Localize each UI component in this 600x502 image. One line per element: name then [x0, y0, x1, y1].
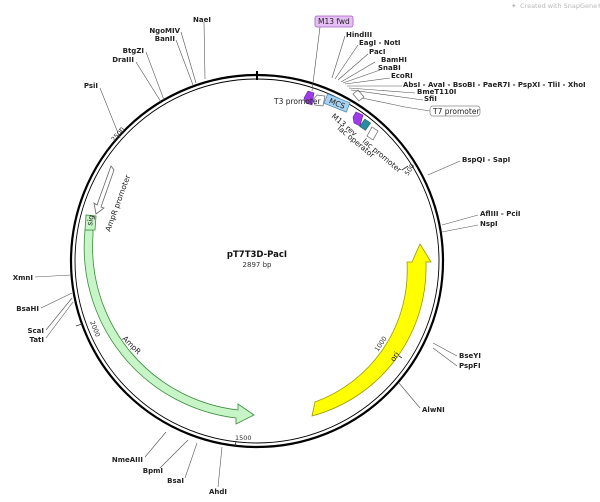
enzyme-label: BamHI [381, 56, 407, 64]
enzyme-label: AhdI [209, 488, 227, 496]
feature-sig [84, 214, 97, 231]
feature-label-t3-promoter: T3 promoter [273, 97, 321, 106]
feature-ori [311, 243, 432, 417]
enzyme-label: HindIII [346, 31, 372, 39]
tick-label-500: 500 [403, 162, 416, 177]
tick-label-1500: 1500 [235, 434, 252, 442]
feature-t7-promoter [352, 89, 365, 102]
enzyme-label: ScaI [27, 327, 44, 335]
tick-mark [234, 440, 237, 448]
enzyme-label: BmeT110I [417, 88, 456, 96]
credit: ✦ Created with SnapGene® [511, 2, 600, 10]
enzyme-label: SnaBI [378, 64, 401, 72]
enzyme-label: SfiI [424, 95, 437, 103]
feature-label-sig: sig [85, 214, 96, 226]
enzyme-label: PacI [369, 48, 385, 56]
enzyme-label: EcoRI [391, 72, 413, 80]
leader-line [361, 97, 431, 112]
tick-mark [118, 128, 125, 134]
feature-m13-rev [352, 111, 364, 127]
feature-mcs [323, 93, 351, 113]
enzyme-label: AflIII - PciI [480, 210, 520, 218]
enzyme-label: NgoMIV [149, 27, 180, 35]
feature-t3-promoter [312, 94, 326, 107]
feature-m13-fwd [303, 90, 315, 106]
feature-ampr [83, 229, 255, 425]
enzyme-label: BseYI [459, 352, 481, 360]
snapgene-icon: ✦ [511, 2, 517, 10]
feature-label-t7-promoter: T7 promoter [432, 107, 480, 116]
enzyme-label: AlwNI [422, 406, 445, 414]
enzyme-label: AbsI - AvaI - BsoBI - PaeR7I - PspXI - T… [403, 81, 586, 89]
enzyme-label: NspI [480, 220, 498, 228]
feature-lac-operator [359, 118, 371, 131]
enzyme-label: NmeAIII [112, 456, 143, 464]
feature-ampr-promoter [93, 165, 115, 215]
feature-lac-promoter [366, 126, 379, 141]
enzyme-label: BsaI [167, 477, 184, 485]
tick-mark [401, 165, 409, 171]
tick-label-2000: 2000 [88, 320, 102, 338]
enzyme-label: BpmI [143, 467, 163, 475]
tick-mark [75, 323, 83, 327]
enzyme-label: DraIII [112, 56, 134, 64]
enzyme-label: NaeI [193, 16, 211, 24]
enzyme-label: PspFI [459, 362, 481, 370]
plasmid-length: 2897 bp [243, 261, 272, 269]
enzyme-label: XmnI [13, 274, 33, 282]
enzyme-label: TatI [29, 336, 44, 344]
enzyme-label: EagI - NotI [359, 39, 401, 47]
credit-text: Created with SnapGene® [520, 2, 600, 10]
plasmid-name: pT7T3D-PacI [227, 250, 287, 260]
enzyme-label: BtgZI [123, 47, 144, 55]
enzyme-label: PsiI [84, 82, 98, 90]
enzyme-label: BanII [155, 35, 175, 43]
tick-label-2500: 2500 [110, 126, 127, 144]
feature-label-box-m13-fwd [314, 15, 354, 28]
leader-line [311, 26, 321, 92]
enzyme-leader-lines [34, 21, 479, 488]
enzyme-label: BspQI - SapI [462, 156, 510, 164]
feature-label-m13-fwd: M13 fwd [318, 17, 350, 26]
enzyme-label: BsaHI [16, 305, 39, 313]
